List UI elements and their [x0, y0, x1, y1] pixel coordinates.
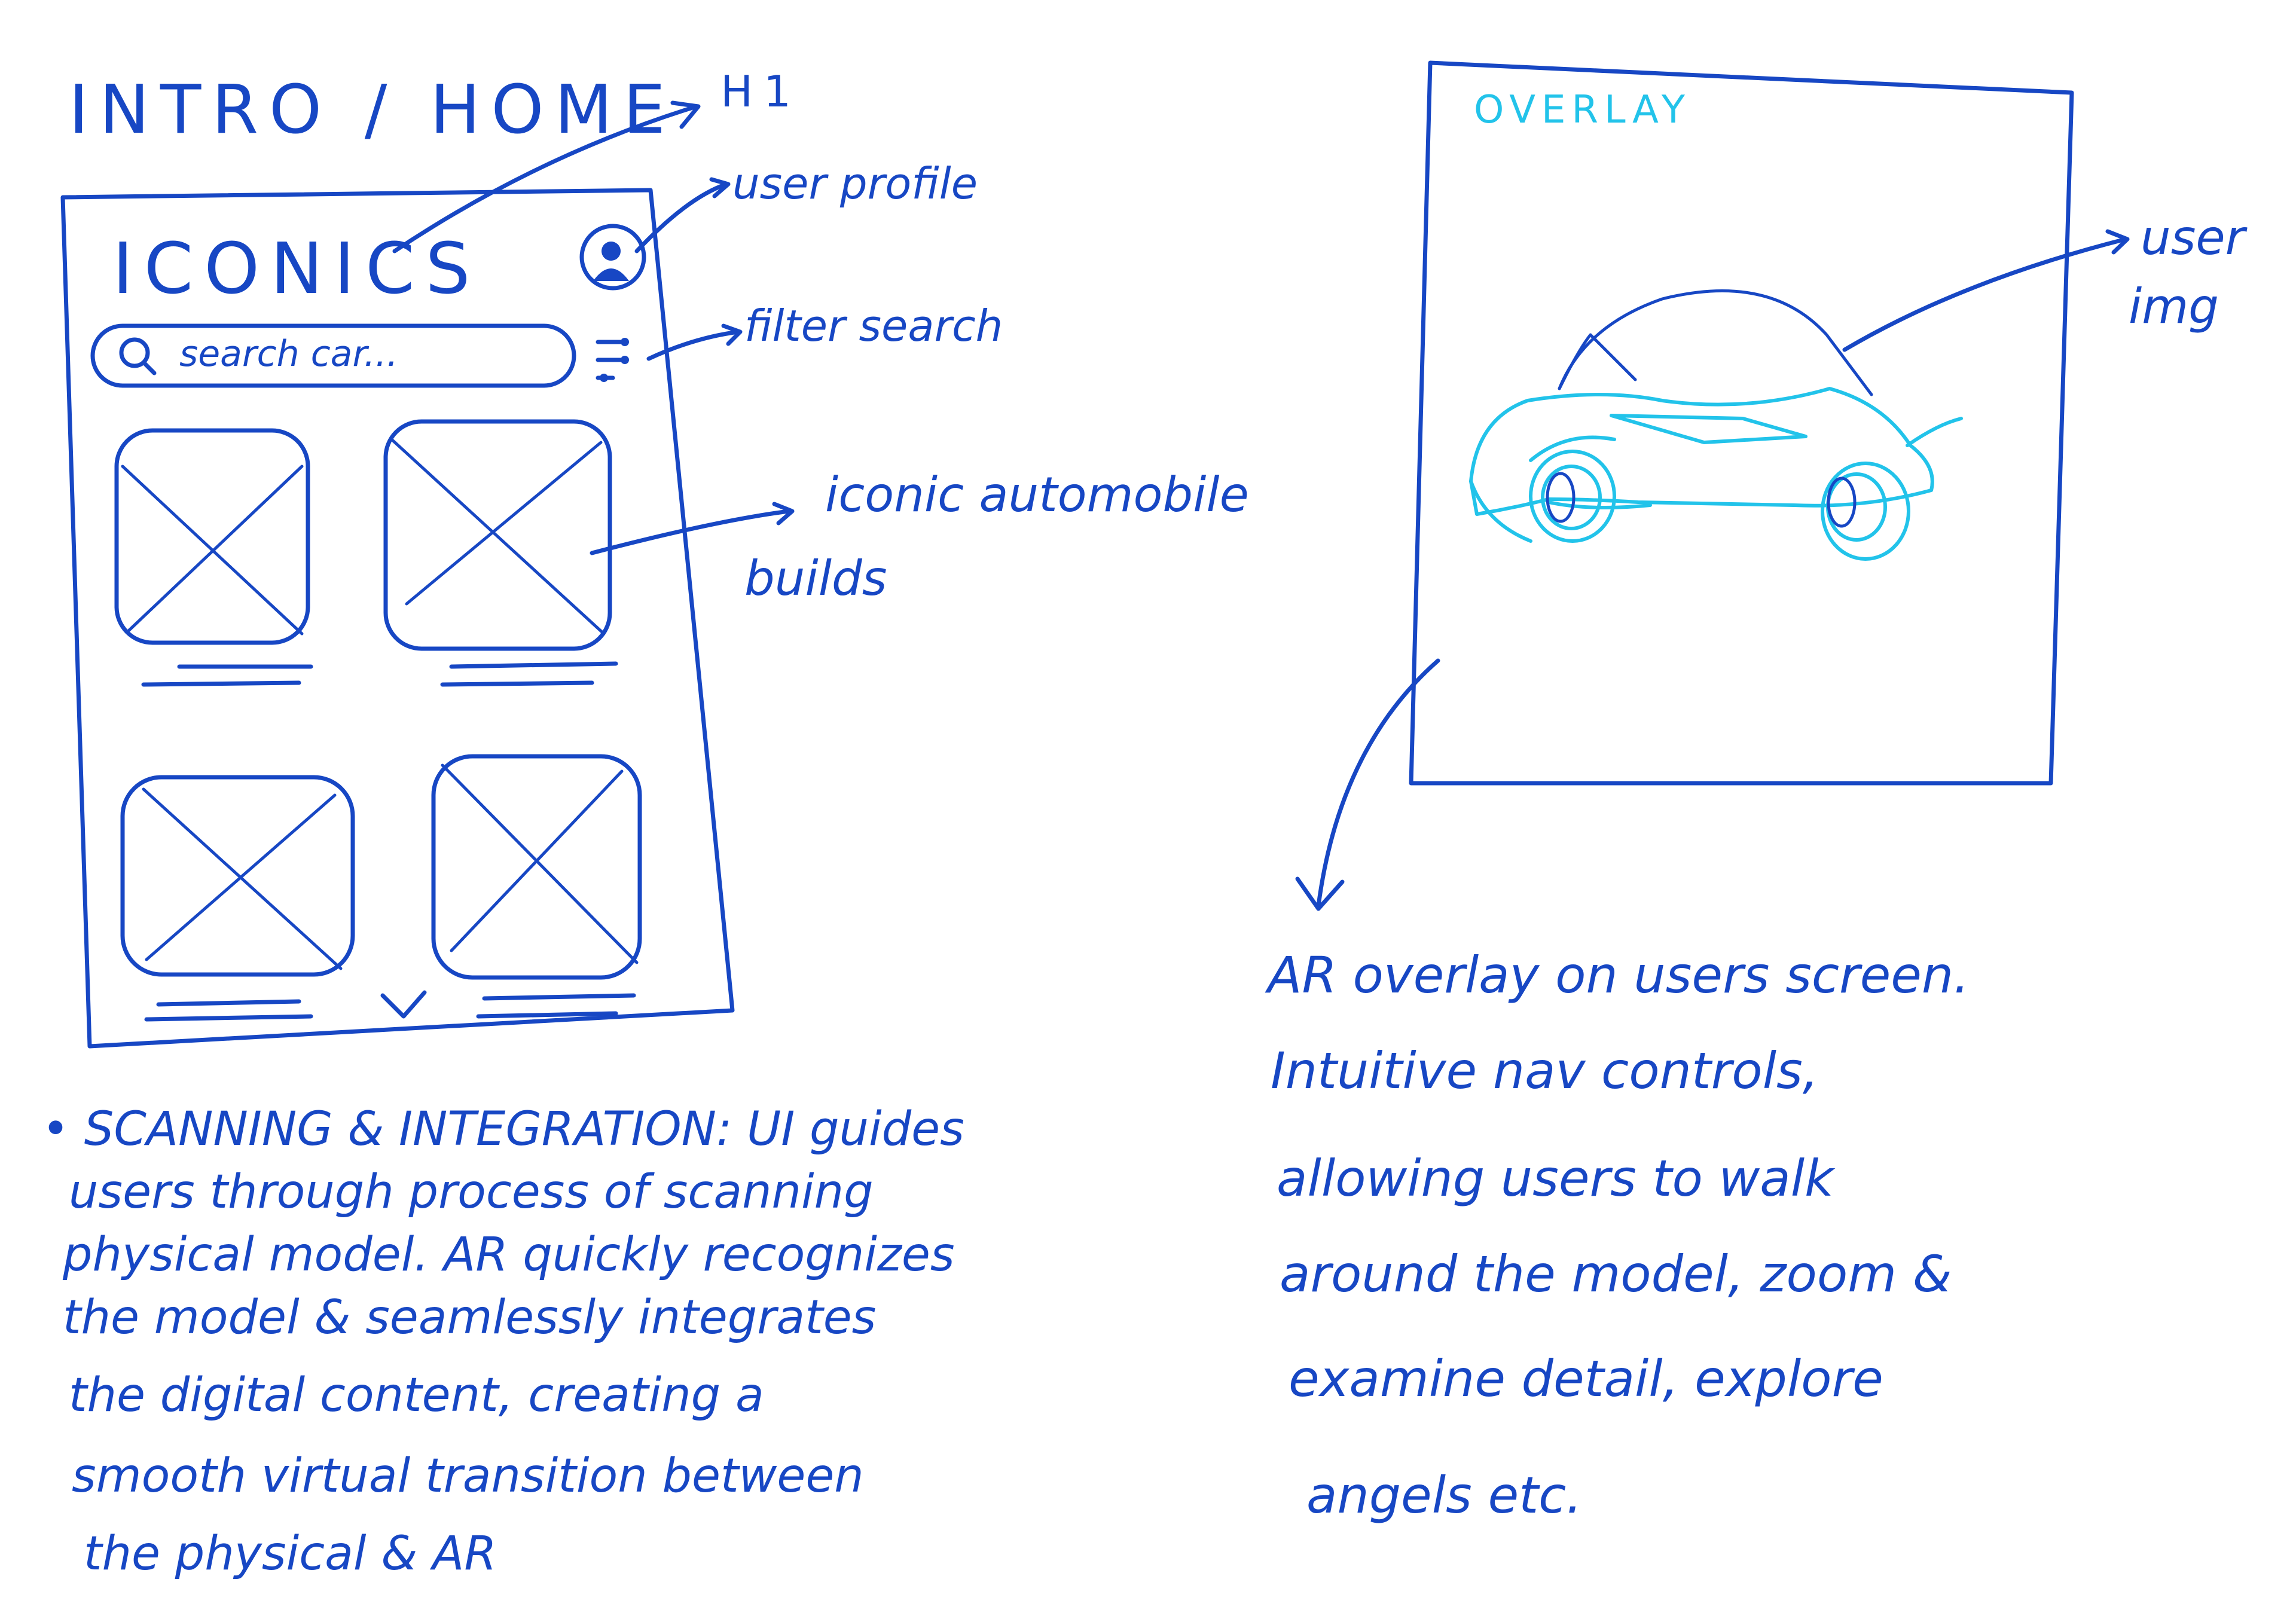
- scanning-note-line: physical model. AR quickly recognizes: [62, 1228, 955, 1282]
- annotation-iconic-builds-line1: iconic automobile: [825, 467, 1249, 523]
- annotation-iconic-builds: iconic automobile builds: [590, 467, 1249, 606]
- scanning-note-line: • SCANNING & INTEGRATION: UI guides: [42, 1102, 964, 1156]
- scanning-note-line: the model & seamlessly integrates: [63, 1291, 876, 1345]
- image-placeholder-icon: [121, 465, 304, 636]
- annotation-user-profile: user profile: [634, 158, 978, 253]
- overlay-label: OVERLAY: [1474, 88, 1691, 132]
- scanning-note-line: smooth virtual transition between: [72, 1449, 864, 1503]
- ar-note-line: allowing users to walk: [1277, 1149, 1836, 1208]
- ar-note-line: around the model, zoom &: [1280, 1245, 1952, 1303]
- car-card-4[interactable]: [431, 754, 642, 1019]
- car-card-2[interactable]: [383, 419, 618, 687]
- scanning-note-line: the digital content, creating a: [69, 1369, 764, 1422]
- scanning-note-line: users through process of scanning: [69, 1165, 874, 1219]
- annotation-h1-label: H1: [720, 66, 802, 117]
- ar-overlay-notes: AR overlay on users screen. Intuitive na…: [1265, 946, 1970, 1525]
- page-title: INTRO / HOME: [69, 71, 676, 149]
- annotation-filter-search: filter search: [646, 301, 1003, 361]
- chevron-down-icon[interactable]: [380, 990, 427, 1019]
- car-card-1[interactable]: [114, 428, 313, 687]
- scanning-notes: • SCANNING & INTEGRATION: UI guides user…: [42, 1102, 964, 1581]
- annotation-user-img-line1: user: [2141, 210, 2248, 265]
- scanning-note-line: the physical & AR: [84, 1527, 497, 1581]
- app-title: ICONICS: [112, 227, 481, 310]
- filter-icon[interactable]: [596, 338, 629, 382]
- image-placeholder-icon: [441, 763, 639, 964]
- search-icon: [119, 337, 157, 375]
- ar-note-line: Intuitive nav controls,: [1271, 1041, 1819, 1100]
- car-sketch: [1469, 289, 1963, 561]
- ar-note-line: angels etc.: [1306, 1466, 1582, 1525]
- avatar[interactable]: [579, 224, 646, 291]
- overlay-wireframe: OVERLAY: [1295, 60, 2074, 911]
- search-input[interactable]: search car...: [90, 323, 576, 388]
- home-wireframe: ICONICS search car...: [60, 188, 735, 1049]
- annotation-h1: H1: [392, 66, 802, 253]
- avatar-icon: [602, 242, 621, 261]
- ar-note-line: examine detail, explore: [1289, 1349, 1883, 1408]
- annotation-user-profile-label: user profile: [732, 158, 978, 209]
- arrow-down: [1295, 658, 1440, 911]
- annotation-user-img-line2: img: [2129, 279, 2219, 334]
- image-placeholder-icon: [142, 787, 343, 970]
- search-placeholder: search car...: [179, 333, 398, 375]
- car-card-3[interactable]: [120, 775, 355, 1022]
- ar-note-line: AR overlay on users screen.: [1265, 946, 1970, 1004]
- annotation-iconic-builds-line2: builds: [744, 551, 887, 606]
- annotation-filter-search-label: filter search: [744, 301, 1003, 351]
- image-placeholder-icon: [390, 438, 606, 636]
- annotation-user-img: user img: [1842, 210, 2248, 352]
